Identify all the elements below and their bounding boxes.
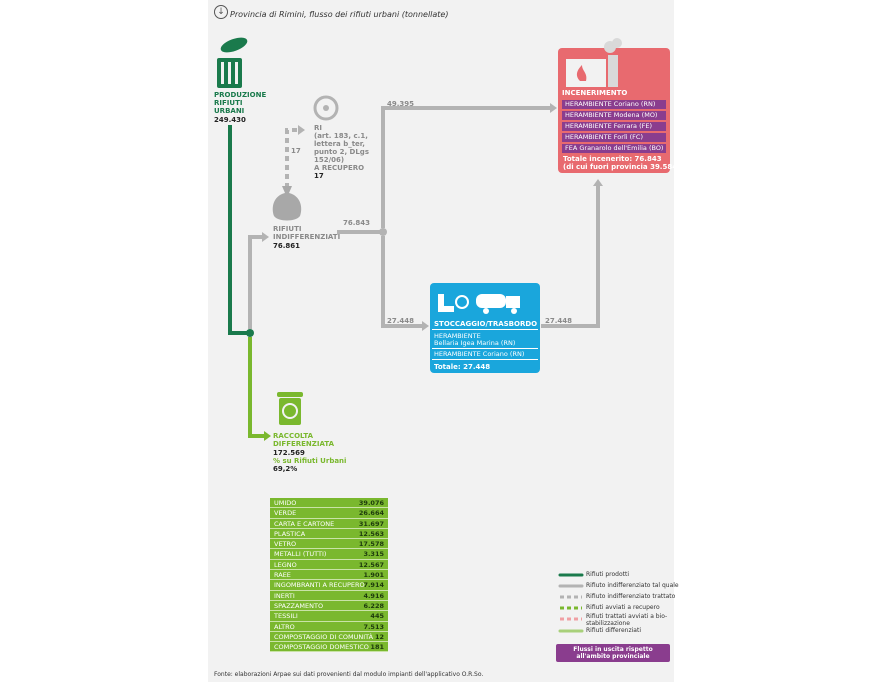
ri-value: 17 <box>314 172 324 180</box>
differenziata-pct-label: % su Rifiuti Urbani <box>273 457 347 465</box>
incenerimento-plant: HERAMBIENTE Forlì (FC) <box>562 133 666 142</box>
incenerimento-plant: HERAMBIENTE Ferrara (FE) <box>562 122 666 131</box>
legend-item: Rifiuto indifferenziato trattato <box>586 593 676 600</box>
trash-bin-icon <box>217 37 248 88</box>
incinerator-icon <box>566 38 622 87</box>
garbage-bag-icon <box>272 186 302 221</box>
production-value: 249.430 <box>214 116 246 124</box>
arrow-head <box>262 232 269 242</box>
table-row: METALLI (TUTTI)3.315 <box>270 549 388 560</box>
indiff-label: RIFIUTI INDIFFERENZIATI <box>273 225 341 241</box>
divider <box>432 359 538 360</box>
incenerimento-total: Totale incenerito: 76.843 (di cui fuori … <box>563 155 681 171</box>
flow-to-incenerimento-value: 49.395 <box>387 100 415 108</box>
page-title: Provincia di Rimini, flusso dei rifiuti … <box>230 10 449 19</box>
indiff-value: 76.861 <box>273 242 301 250</box>
truck-icon <box>438 294 520 314</box>
legend-swatches <box>558 573 584 633</box>
legend-item: Rifiuto indifferenziato tal quale <box>586 582 679 589</box>
incenerimento-plant: HERAMBIENTE Modena (MO) <box>562 111 666 120</box>
production-label: PRODUZIONE RIFIUTI URBANI <box>214 91 267 115</box>
recycle-bin-icon <box>277 392 303 425</box>
stoccaggio-plant: HERAMBIENTE Bellaria Igea Marina (RN) <box>434 332 516 347</box>
stoccaggio-to-incenerimento-flow <box>541 186 600 328</box>
divider <box>432 329 538 330</box>
production-flow <box>228 125 250 335</box>
ri-label: RI (art. 183, c.1, lettera b_ter, punto … <box>314 124 369 172</box>
differenziata-value: 172.569 <box>273 449 305 457</box>
flow-to-stoccaggio-value: 27.448 <box>387 317 415 325</box>
to-incenerimento-flow <box>381 106 550 228</box>
differenziata-flow <box>248 337 264 438</box>
recycle-icon <box>313 95 339 121</box>
differenziata-pct-value: 69,2% <box>273 465 298 473</box>
to-stoccaggio-flow <box>381 236 422 328</box>
incenerimento-plant: HERAMBIENTE Coriano (RN) <box>562 100 666 109</box>
legend-box <box>556 644 670 662</box>
ri-flow-value: 17 <box>291 147 301 155</box>
flow-from-stoccaggio-value: 27.448 <box>545 317 573 325</box>
differenziata-label: RACCOLTA DIFFERENZIATA <box>273 432 334 448</box>
indiff-flow-value: 76.843 <box>343 219 371 227</box>
stoccaggio-total: Totale: 27.448 <box>434 363 491 371</box>
arrow-head <box>264 431 271 441</box>
arrow-head <box>550 103 557 113</box>
legend-item: Rifiuti trattati avviati a bio-stabilizz… <box>586 613 668 627</box>
legend-item: Rifiuti differenziati <box>586 627 641 634</box>
incenerimento-title: INCENERIMENTO <box>562 89 628 97</box>
forklift-icon <box>438 294 454 312</box>
legend-box-text: Flussi in uscita rispetto all'ambito pro… <box>573 646 653 660</box>
download-icon: ↓ <box>214 5 228 19</box>
source-note: Fonte: elaborazioni Arpae sui dati prove… <box>214 671 484 678</box>
flow-node <box>246 329 254 337</box>
incenerimento-plant: FEA Granarolo dell'Emilia (BO) <box>562 144 666 153</box>
legend-item: Rifiuti prodotti <box>586 571 630 578</box>
arrow-head <box>298 125 305 135</box>
arrow-head <box>422 321 429 331</box>
arrow-head <box>593 179 603 186</box>
legend-item: Rifiuti avviati a recupero <box>586 604 660 611</box>
stoccaggio-title: STOCCAGGIO/TRASBORDO <box>434 320 538 328</box>
divider <box>432 348 538 349</box>
stoccaggio-plant: HERAMBIENTE Coriano (RN) <box>434 350 525 358</box>
indiff-flow <box>248 235 262 329</box>
ri-flow <box>285 128 298 188</box>
flow-node <box>379 228 387 236</box>
